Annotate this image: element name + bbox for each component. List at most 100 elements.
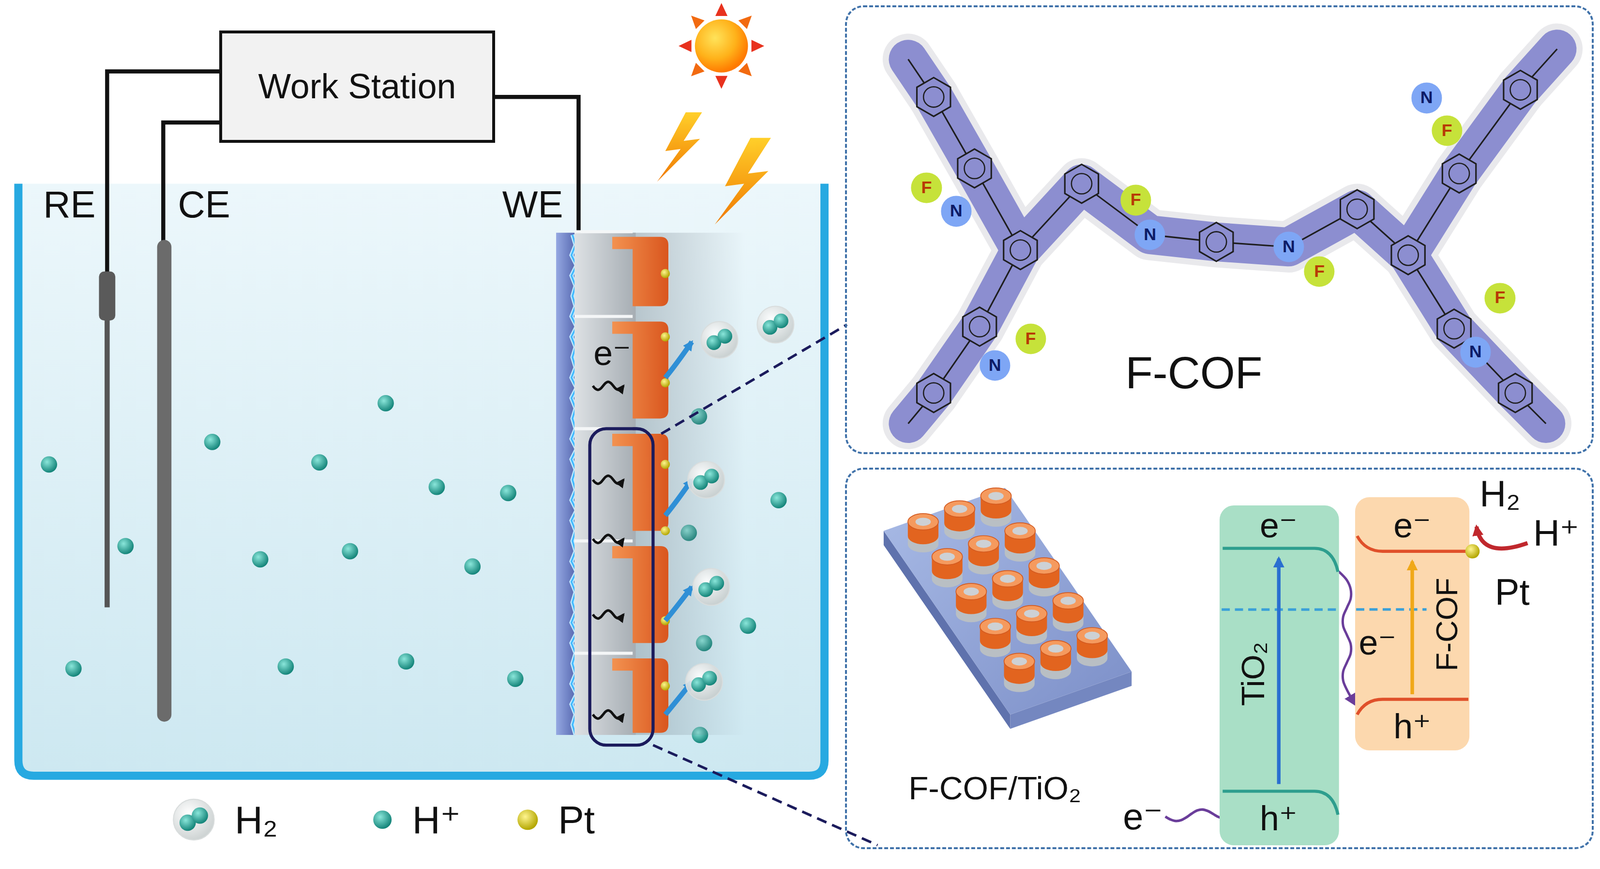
pt-particle (660, 332, 670, 342)
benzene-ring (1064, 164, 1099, 203)
band-group (1355, 497, 1480, 751)
transfer-arrow (665, 586, 693, 621)
part-label: e⁻ (1122, 798, 1163, 835)
h2-bubble (756, 306, 794, 344)
h2-bubble (700, 321, 738, 359)
f-cof-layer (612, 545, 669, 643)
aromatic-circle (923, 86, 944, 107)
proton (40, 455, 58, 473)
edge-label: e⁻ (1358, 624, 1398, 662)
sun-ray (691, 62, 705, 77)
leader-line (661, 324, 847, 434)
legend-sample (371, 808, 394, 831)
zoom-frame (589, 428, 654, 746)
benzene-ring (1503, 70, 1538, 109)
hydrogen-shell (1408, 255, 1516, 393)
tio2-band: e⁻TiO₂h⁺ (1219, 505, 1340, 846)
legend-text: H₂ (234, 800, 278, 839)
light-bolt (714, 137, 771, 225)
proton (373, 810, 393, 829)
node-text: h⁺ (1259, 800, 1298, 836)
sun-ray (691, 15, 705, 30)
sun-ray (715, 2, 728, 16)
proton (428, 478, 446, 496)
wire (163, 122, 220, 242)
aromatic-circle (969, 316, 990, 337)
tube-hole (1060, 596, 1076, 605)
tube-gap (574, 314, 633, 318)
tube-hole (951, 504, 968, 514)
transfer-arrow (665, 341, 693, 378)
sample-group (173, 799, 214, 840)
leader-line (652, 744, 878, 846)
band-fill (1355, 497, 1470, 751)
h2-bubble (173, 799, 214, 840)
proton (397, 652, 415, 670)
tube-hole (1084, 631, 1101, 640)
instrument-box: Work Station (219, 30, 495, 143)
sun-ray (738, 62, 753, 77)
proton (770, 491, 787, 509)
counter-electrode (157, 239, 172, 722)
pt-particle (517, 809, 538, 830)
pt-particle (660, 526, 670, 536)
proton (277, 658, 294, 675)
aromatic-circle (964, 158, 985, 179)
benzene-ring (1391, 235, 1425, 275)
nitrogen-atom: N (1134, 219, 1166, 250)
sun-ray (751, 39, 765, 52)
tube-top (1028, 557, 1060, 574)
excitation-arrow (1410, 561, 1414, 695)
f-cof-band: e⁻F-COFh⁺ (1355, 497, 1470, 751)
tube-top (980, 487, 1012, 505)
hydrogen-shell (933, 250, 1021, 393)
tube-top (1076, 627, 1108, 644)
aromatic-circle (1010, 239, 1031, 260)
beaker-wall (18, 183, 825, 776)
h-atom (191, 807, 209, 824)
legend-text: Pt (558, 800, 595, 839)
tube-top (931, 548, 963, 565)
scene (18, 2, 1557, 845)
electron-path (592, 475, 624, 484)
node-text: F-COF/TiO₂ (908, 771, 1082, 804)
nitrogen-atom: N (1460, 336, 1491, 368)
sun-ray (678, 39, 692, 52)
sun-ray (715, 75, 728, 90)
legend-sample (171, 797, 217, 843)
electron-path (592, 610, 624, 619)
part-label: H⁺ (1533, 514, 1580, 552)
electron-path (592, 534, 624, 544)
h2-bubble (693, 568, 730, 605)
legend-text: H⁺ (412, 800, 461, 839)
carbon-shell (933, 250, 1021, 393)
part-label: Pt (1494, 573, 1530, 611)
sample-group (517, 809, 538, 830)
proton (507, 670, 524, 687)
tube-hole (999, 574, 1016, 583)
h-atom (773, 313, 789, 329)
part-label: RE (43, 185, 96, 224)
fluorine-atom: F (1304, 256, 1335, 287)
aromatic-circle (923, 382, 944, 404)
h-atom (704, 468, 719, 484)
legend-item: Pt (515, 800, 595, 839)
bond (1408, 255, 1516, 393)
tube-top (955, 583, 987, 600)
sun (694, 19, 749, 73)
part-label: e⁻ (593, 335, 632, 371)
proton (311, 453, 328, 471)
legend-item: H₂ (171, 797, 278, 843)
proton (499, 484, 517, 501)
band-name: F-COF (1431, 577, 1463, 672)
tube-top (907, 513, 939, 530)
electron-path (592, 381, 624, 391)
proton (377, 394, 394, 412)
sun-ray (738, 15, 753, 30)
nitrogen-atom: N (1273, 231, 1304, 263)
fluorine-atom: F (1431, 115, 1463, 146)
plate-top (883, 487, 1132, 715)
tube-top (980, 618, 1011, 635)
transfer-arrow (665, 479, 693, 516)
